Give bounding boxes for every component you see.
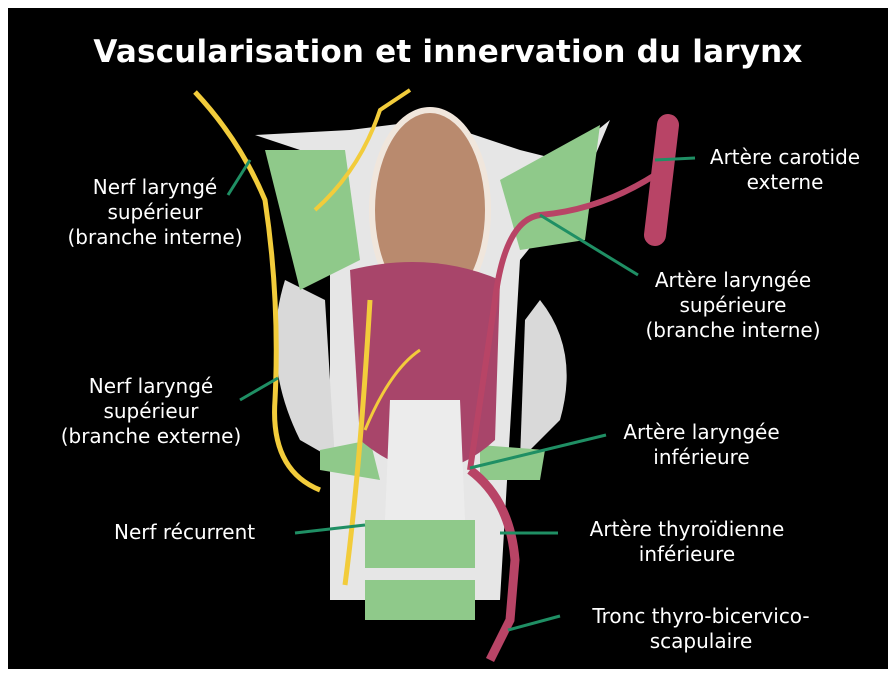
page-title: Vascularisation et innervation du larynx (0, 34, 896, 70)
label-nerf-sup-interne: Nerf laryngé supérieur (branche interne) (40, 175, 270, 250)
trachea-ring (360, 568, 480, 580)
lateral-cartilage-right (520, 300, 567, 460)
cricoid-plate (385, 400, 465, 520)
label-artere-thyroidienne-inf: Artère thyroïdienne inférieure (562, 517, 812, 567)
label-artere-carotide: Artère carotide externe (690, 145, 880, 195)
external-carotid-artery (655, 125, 668, 235)
label-tronc-thyro-bicervico: Tronc thyro-bicervico- scapulaire (566, 604, 836, 654)
label-nerf-recurrent: Nerf récurrent (114, 520, 255, 545)
label-artere-laryngee-inf: Artère laryngée inférieure (604, 420, 799, 470)
label-nerf-sup-externe: Nerf laryngé supérieur (branche externe) (36, 374, 266, 449)
label-artere-laryngee-sup: Artère laryngée supérieure (branche inte… (628, 268, 838, 343)
lateral-cartilage-left (275, 280, 335, 460)
